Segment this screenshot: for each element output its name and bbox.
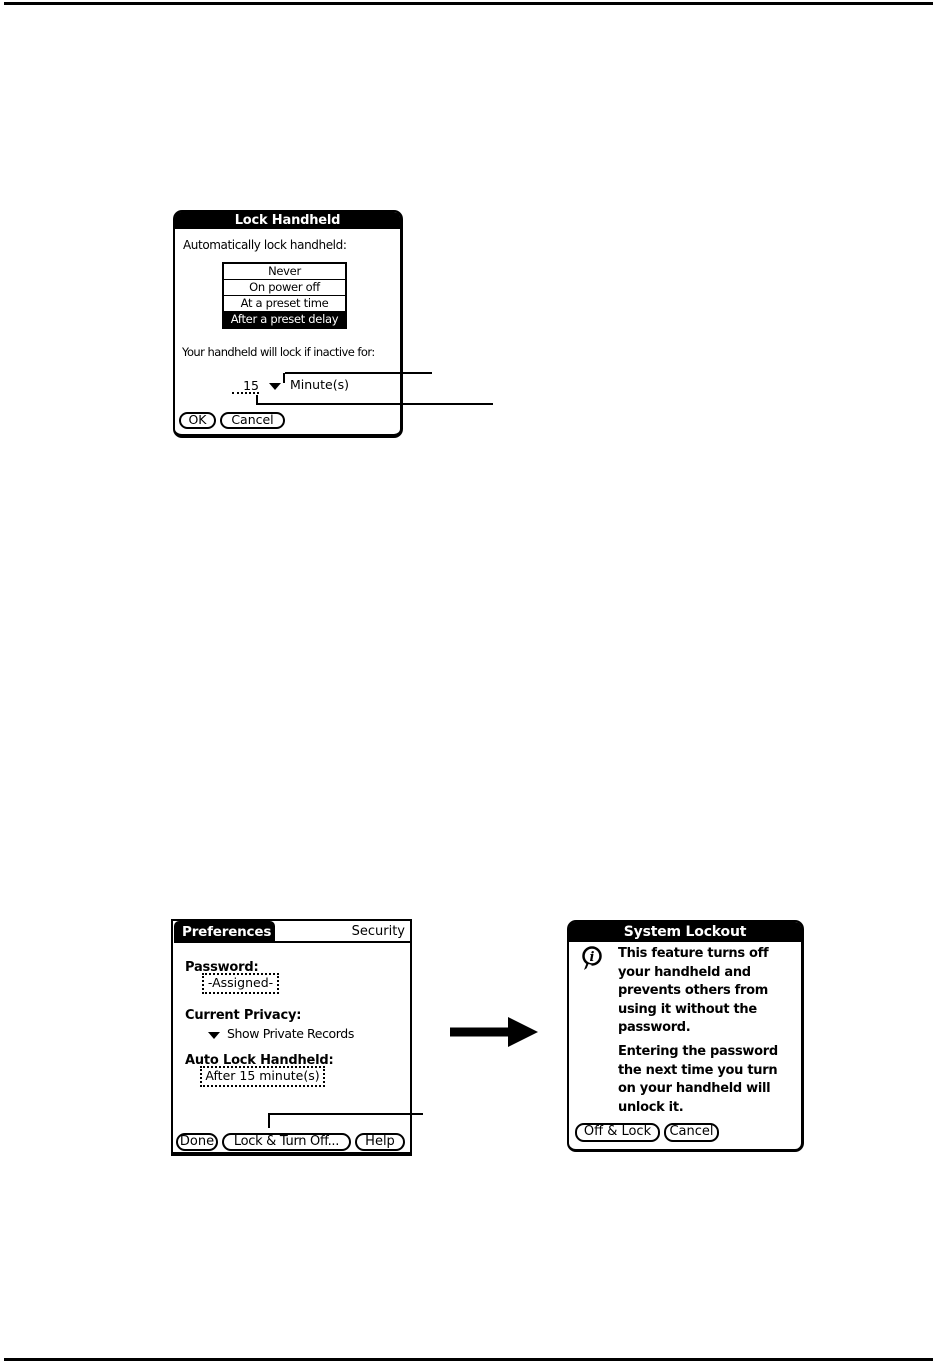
category-picker[interactable]: Security — [351, 924, 405, 939]
lock-and-turn-off-button[interactable]: Lock & Turn Off... — [222, 1133, 351, 1151]
help-button[interactable]: Help — [355, 1133, 405, 1151]
lock-option-preset-delay[interactable]: After a preset delay — [224, 311, 345, 327]
title-bar-rule — [275, 941, 410, 943]
system-lockout-dialog: System Lockout i This feature turns off … — [567, 920, 804, 1152]
lock-option-preset-time[interactable]: At a preset time — [224, 295, 345, 311]
cancel-button[interactable]: Cancel — [220, 412, 285, 429]
auto-lock-value-box[interactable]: After 15 minute(s) — [200, 1066, 325, 1087]
svg-text:i: i — [590, 950, 595, 965]
delay-value-field[interactable]: 15 — [232, 378, 259, 394]
delay-unit-label[interactable]: Minute(s) — [290, 377, 349, 392]
lock-option-list: Never On power off At a preset time Afte… — [222, 262, 347, 329]
lock-option-never[interactable]: Never — [268, 264, 301, 278]
done-button[interactable]: Done — [176, 1133, 218, 1151]
lockout-p1-line: This feature turns off — [618, 946, 769, 961]
lockout-p2-line: Entering the password — [618, 1044, 778, 1059]
lock-handheld-dialog-title: Lock Handheld — [175, 212, 400, 229]
inactive-for-prompt: Your handheld will lock if inactive for: — [182, 345, 375, 359]
lockout-p1-line: password. — [618, 1020, 691, 1036]
lock-option-on-power-off[interactable]: On power off — [224, 279, 345, 295]
preferences-title-tab: Preferences — [174, 921, 275, 943]
ok-button[interactable]: OK — [179, 412, 216, 429]
callout-line-lockbutton-vertical — [268, 1114, 270, 1128]
callout-line-dropdown — [285, 372, 432, 374]
lockout-p1-line: prevents others from — [618, 983, 768, 999]
flow-arrow-icon — [450, 1017, 538, 1047]
system-lockout-title: System Lockout — [569, 922, 801, 942]
lockout-paragraph-1: This feature turns off your handheld and… — [618, 945, 769, 1038]
privacy-dropdown-icon[interactable] — [208, 1032, 220, 1039]
preferences-security-screen: Preferences Security Password: -Assigned… — [171, 919, 412, 1156]
page-top-rule — [4, 2, 933, 5]
lockout-p2-line: unlock it. — [618, 1099, 684, 1115]
lockout-p1-line: your handheld and — [618, 964, 751, 980]
lockout-cancel-button[interactable]: Cancel — [664, 1123, 719, 1142]
auto-lock-label: Auto Lock Handheld: — [185, 1053, 334, 1068]
lockout-p2-line: the next time you turn — [618, 1062, 778, 1078]
off-and-lock-button[interactable]: Off & Lock — [575, 1123, 660, 1142]
lockout-p1-line: using it without the — [618, 1001, 757, 1017]
callout-line-lockbutton — [268, 1113, 423, 1115]
delay-unit-dropdown-icon[interactable] — [269, 383, 281, 390]
callout-line-field-vertical — [256, 395, 258, 405]
info-icon: i — [582, 946, 602, 970]
lock-handheld-dialog: Lock Handheld Automatically lock handhel… — [173, 210, 403, 438]
password-label: Password: — [185, 960, 259, 975]
privacy-value[interactable]: Show Private Records — [227, 1026, 354, 1041]
auto-lock-prompt: Automatically lock handheld: — [183, 238, 347, 252]
page-bottom-rule — [4, 1358, 933, 1361]
callout-line-field — [256, 403, 493, 405]
password-value-box[interactable]: -Assigned- — [202, 973, 279, 994]
lockout-paragraph-2: Entering the password the next time you … — [618, 1043, 778, 1117]
callout-line-dropdown-vertical — [283, 373, 285, 383]
lockout-p2-line: on your handheld will — [618, 1081, 771, 1097]
current-privacy-label: Current Privacy: — [185, 1008, 302, 1023]
